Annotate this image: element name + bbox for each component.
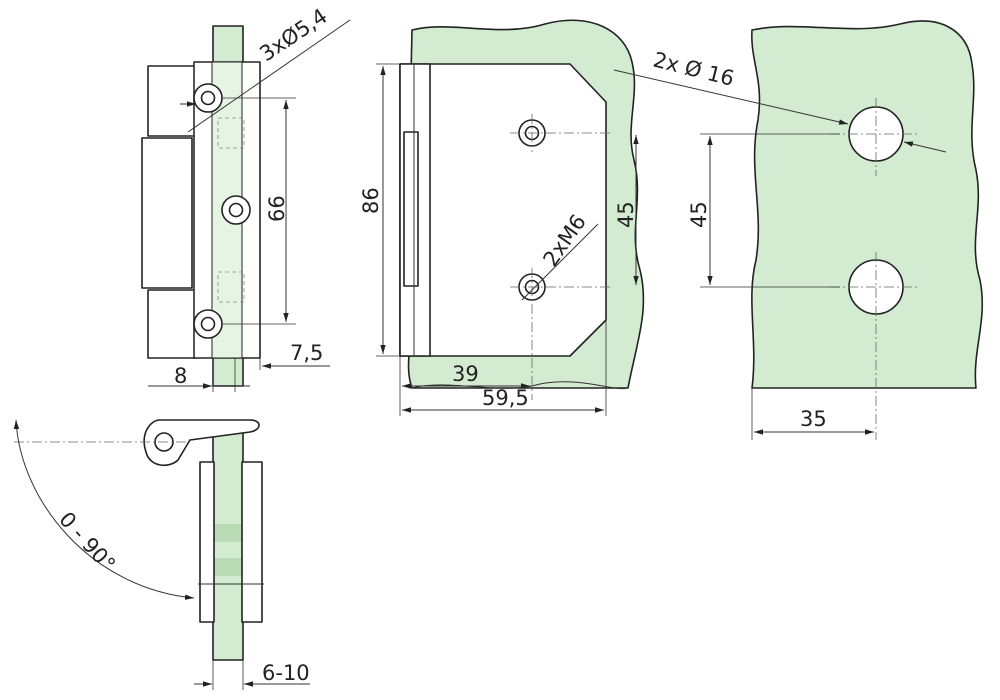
screw-hole-middle [221, 195, 251, 225]
screw-hole-top [193, 83, 223, 113]
hinge-knuckle-bottom [147, 289, 197, 359]
dim-offset-7-5: 7,5 [290, 341, 323, 365]
opening-angle-arc [13, 419, 195, 600]
dim-opening-angle: 0 - 90° [54, 507, 120, 576]
dim-offset-39: 39 [452, 362, 479, 386]
glass-drilling-panel [751, 20, 984, 389]
dim-edge-35: 35 [800, 407, 827, 431]
threaded-hole-top [510, 114, 610, 152]
dim-hole-pattern: 3xØ5,4 [255, 4, 331, 66]
front-view-plate [399, 63, 607, 357]
dim-spacing-45-front: 45 [614, 201, 638, 228]
opening-view: 0 - 90° 6-10 [13, 419, 310, 690]
dim-width-59-5: 59,5 [482, 386, 529, 410]
dim-offset-8: 8 [174, 364, 187, 388]
front-view-pin-slot [403, 131, 419, 287]
hinge-knuckle-middle [141, 137, 193, 289]
opening-view-glass [212, 427, 244, 661]
opening-view-body-right [241, 461, 263, 623]
dim-glass-thickness: 6-10 [262, 661, 310, 685]
side-view: 3xØ5,4 66 7,5 8 [141, 4, 351, 392]
glass-drilling-view: 2x Ø 16 45 35 [613, 20, 984, 440]
front-view: 2xM6 86 45 39 59,5 [359, 19, 645, 416]
dim-glass-holes: 2x Ø 16 [651, 48, 737, 91]
dim-height-86: 86 [359, 187, 383, 214]
hinge-knuckle-top [147, 65, 197, 137]
opening-view-body-left [199, 461, 215, 623]
dim-hole-spacing: 66 [265, 195, 289, 222]
screw-hole-bottom [193, 309, 223, 339]
dim-spacing-45-glass: 45 [687, 201, 711, 228]
